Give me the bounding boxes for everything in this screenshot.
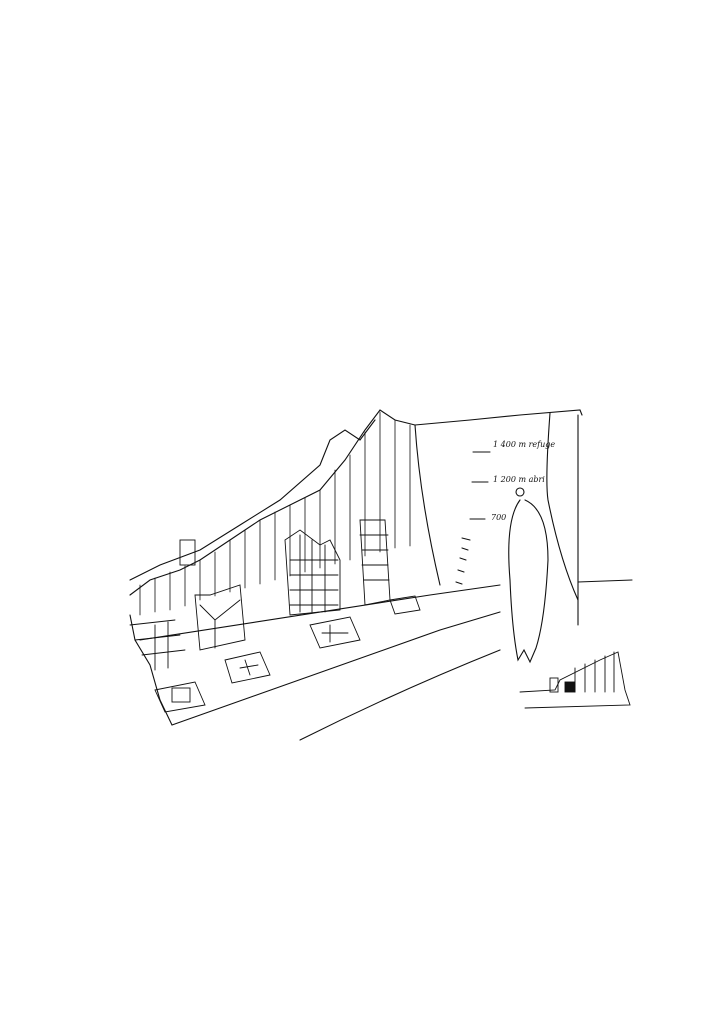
- mountain-ridge: [129, 409, 583, 596]
- annotation-700: 700: [491, 513, 507, 522]
- cliff-hatching: [139, 411, 411, 616]
- annotation-refuge: 1 400 m refuge: [493, 440, 556, 449]
- annotation-abri: 1 200 m abri: [493, 475, 545, 484]
- human-figure-outline: [508, 487, 549, 664]
- inset-sketch: [519, 651, 631, 709]
- ground-lines: [129, 584, 501, 741]
- buildings: [129, 519, 391, 671]
- plan-plots: [154, 595, 421, 713]
- cliff-face: [414, 412, 633, 626]
